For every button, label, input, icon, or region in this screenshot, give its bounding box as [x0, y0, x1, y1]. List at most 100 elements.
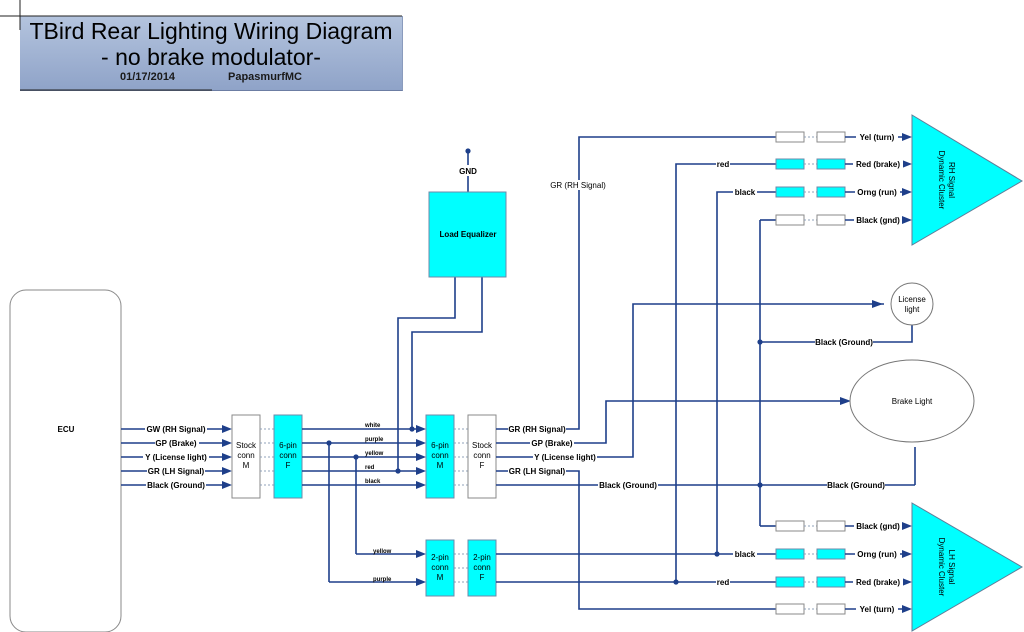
license-light	[890, 282, 934, 326]
connector-label: F	[480, 461, 485, 470]
harness-label: GR (RH Signal)	[508, 425, 566, 434]
arrow-icon	[902, 133, 912, 141]
connector-label: M	[243, 461, 250, 470]
cluster-input-label: Yel (turn)	[860, 605, 895, 614]
cluster-input-label: Red (brake)	[856, 160, 900, 169]
rh-cluster-connectors: Yel (turn) Red (brake) Orng (run) Black …	[716, 131, 912, 226]
cluster-input-label: Black (gnd)	[856, 522, 900, 531]
connector-label: M	[437, 573, 444, 582]
junction-dot	[409, 426, 415, 432]
ecu-output-label: GW (RH Signal)	[146, 425, 205, 434]
ecu-label: ECU	[58, 425, 75, 434]
license-light-label: License	[898, 295, 926, 304]
brake-light-label: Brake Light	[892, 397, 933, 406]
connector-label: conn	[473, 563, 490, 572]
harness-label: Black (Ground)	[599, 481, 657, 490]
connector-label: conn	[279, 451, 296, 460]
arrow-icon	[902, 550, 912, 558]
wire-color-label: red	[365, 465, 375, 471]
connector-label: 6-pin	[431, 441, 449, 450]
diagram-date: 01/17/2014	[120, 71, 176, 83]
arrow-icon	[222, 481, 232, 489]
ecu-output-label: GP (Brake)	[155, 439, 197, 448]
arrow-icon	[902, 605, 912, 613]
connector-label: 2-pin	[431, 553, 449, 562]
stock-conn-f	[467, 414, 497, 499]
ground-label: Black (Ground)	[827, 481, 885, 490]
connector-label: conn	[431, 563, 448, 572]
wire-color-label: red	[717, 578, 730, 587]
cluster-input-label: Black (gnd)	[856, 216, 900, 225]
arrow-icon	[222, 439, 232, 447]
cluster-input-label: Orng (run)	[857, 550, 897, 559]
connector-label: M	[437, 461, 444, 470]
connector-label: F	[480, 573, 485, 582]
gnd-terminal	[465, 148, 471, 154]
junction-dot	[326, 440, 332, 446]
two-pin-conn-f	[467, 539, 497, 597]
junction-dot	[757, 482, 763, 488]
stock-conn-m	[231, 414, 261, 499]
load-equalizer	[428, 191, 507, 278]
diagram-author: PapasmurfMC	[228, 71, 302, 83]
lh-signal-cluster	[911, 502, 1023, 632]
connector-label: conn	[473, 451, 490, 460]
arrow-icon	[416, 550, 426, 558]
two-pin-conn-m	[425, 539, 455, 597]
rh-cluster-label: RH Signal	[947, 162, 956, 198]
junction-dot	[395, 468, 401, 474]
arrow-icon	[902, 160, 912, 168]
arrow-icon	[902, 522, 912, 530]
diagram-subtitle: - no brake modulator-	[101, 44, 321, 70]
ecu-output-label: Y (License light)	[145, 453, 207, 462]
connector-label: Stock	[236, 441, 257, 450]
rh-cluster-label: Dynamic Cluster	[937, 151, 946, 210]
cluster-input-label: Orng (run)	[857, 188, 897, 197]
six-pin-harness: white purple yellow red black	[302, 277, 483, 582]
arrow-icon	[416, 453, 426, 461]
junction-dot	[353, 454, 359, 460]
junction-dot	[673, 579, 679, 585]
ground-label: Black (Ground)	[815, 338, 873, 347]
connector-label: 6-pin	[279, 441, 297, 450]
ecu-output-wires: GW (RH Signal) GP (Brake) Y (License lig…	[121, 424, 232, 490]
cluster-input-label: Red (brake)	[856, 578, 900, 587]
wire-color-label: black	[735, 188, 756, 197]
wire-color-label: yellow	[365, 451, 384, 457]
rh-signal-vertical-label: GR (RH Signal)	[550, 181, 606, 190]
gnd-label: GND	[459, 167, 477, 176]
arrow-icon	[416, 467, 426, 475]
rear-harness-wires	[496, 136, 916, 610]
arrow-icon	[416, 425, 426, 433]
arrow-icon	[416, 578, 426, 586]
mating-lines	[454, 428, 468, 486]
arrow-icon	[222, 425, 232, 433]
license-light-label: light	[905, 305, 920, 314]
ecu-output-label: GR (LH Signal)	[148, 467, 205, 476]
wire-color-label: black	[735, 550, 756, 559]
diagram-title: TBird Rear Lighting Wiring Diagram	[29, 18, 393, 44]
connector-label: F	[286, 461, 291, 470]
lh-cluster-connectors: Black (gnd) Orng (run) Red (brake) Yel (…	[716, 520, 912, 615]
arrow-icon	[902, 188, 912, 196]
title-block: TBird Rear Lighting Wiring Diagram - no …	[20, 16, 403, 91]
harness-label: GP (Brake)	[531, 439, 573, 448]
connector-label: conn	[431, 451, 448, 460]
connector-label: Stock	[472, 441, 493, 450]
cluster-input-label: Yel (turn)	[860, 133, 895, 142]
lh-cluster-label: LH Signal	[947, 550, 956, 585]
lh-cluster-label: Dynamic Cluster	[937, 538, 946, 597]
arrow-icon	[416, 439, 426, 447]
six-pin-conn-m	[425, 414, 455, 499]
wire-color-label: yellow	[373, 549, 392, 555]
harness-label: GR (LH Signal)	[509, 467, 566, 476]
connector-label: 2-pin	[473, 553, 491, 562]
junction-dot	[714, 551, 720, 557]
arrow-icon	[222, 453, 232, 461]
load-equalizer-label: Load Equalizer	[440, 230, 497, 239]
wire-color-label: red	[717, 160, 730, 169]
arrow-icon	[416, 481, 426, 489]
wire-color-label: purple	[365, 437, 384, 443]
wire-color-label: purple	[373, 577, 392, 583]
arrow-icon	[902, 216, 912, 224]
